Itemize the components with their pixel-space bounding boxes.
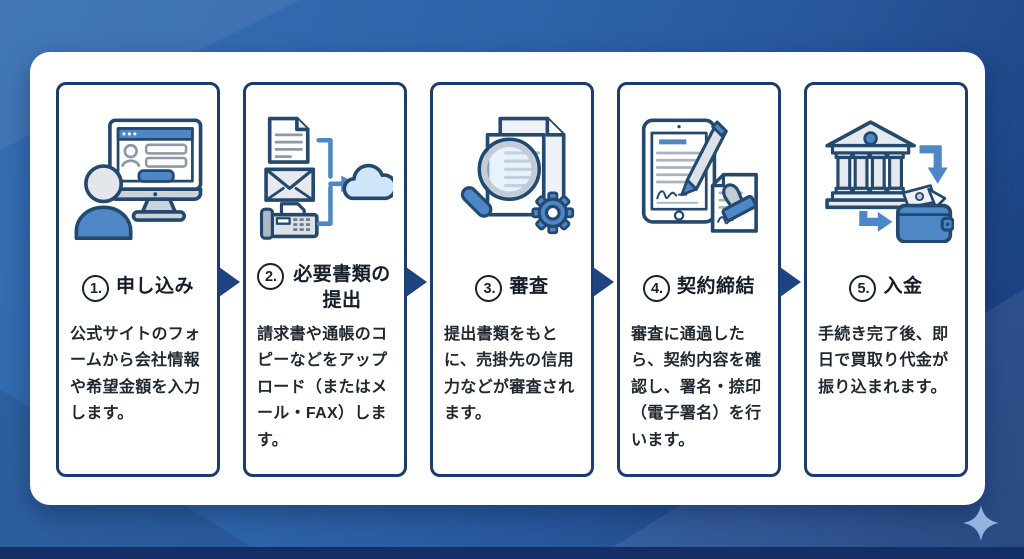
bank-wallet-transfer-icon xyxy=(818,111,954,243)
step-description: 手続き完了後、即日で買取り代金が振り込まれます。 xyxy=(818,326,949,396)
step-title: 4. 契約締結 xyxy=(642,274,755,302)
step-card: 2. 必要書類の提出 請求書や通帳のコピーなどをアップロード（またはメール・FA… xyxy=(243,82,427,477)
step-title: 5. 入金 xyxy=(849,274,922,302)
step-title-zone: 1. 申し込み xyxy=(70,261,206,315)
step-description: 公式サイトのフォームから会社情報や希望金額を入力します。 xyxy=(70,326,201,423)
next-step-arrow xyxy=(780,267,801,297)
tablet-signature-stamp-icon xyxy=(631,111,767,243)
step-number-badge: 2. xyxy=(257,263,284,291)
step-title-label: 審査 xyxy=(509,276,549,297)
applicant-computer-icon xyxy=(70,111,206,243)
step-icon-wrap xyxy=(818,97,954,257)
step-number-badge: 3. xyxy=(475,275,503,302)
step-title-zone: 3. 審査 xyxy=(444,261,580,315)
step-card: 1. 申し込み 公式サイトのフォームから会社情報や希望金額を入力します。 xyxy=(56,82,240,477)
sparkle-icon xyxy=(963,505,999,541)
step-title-zone: 4. 契約締結 xyxy=(631,261,767,315)
step-description: 請求書や通帳のコピーなどをアップロード（またはメール・FAX）します。 xyxy=(257,326,388,449)
step-title-label: 契約締結 xyxy=(676,276,755,297)
step-title: 1. 申し込み xyxy=(81,274,194,302)
process-panel: 1. 申し込み 公式サイトのフォームから会社情報や希望金額を入力します。 2. … xyxy=(30,52,985,505)
next-step-arrow xyxy=(593,267,614,297)
step-title-zone: 5. 入金 xyxy=(818,261,954,315)
step-title: 3. 審査 xyxy=(475,274,548,302)
step-card: 4. 契約締結 審査に通過したら、契約内容を確認し、署名・捺印（電子署名）を行い… xyxy=(617,82,801,477)
background-bottom-band xyxy=(0,547,1024,559)
step-number-badge: 1. xyxy=(81,275,109,302)
step-number-badge: 4. xyxy=(642,275,670,302)
step-title: 2. 必要書類の提出 xyxy=(257,262,393,313)
step-icon-wrap xyxy=(70,97,206,257)
step-description: 提出書類をもとに、売掛先の信用力などが審査されます。 xyxy=(444,326,575,423)
step-title-label: 入金 xyxy=(883,276,923,297)
step-title-label: 申し込み xyxy=(115,276,194,297)
step-number-badge: 5. xyxy=(849,275,877,302)
step-icon-wrap xyxy=(444,97,580,257)
step-title-zone: 2. 必要書類の提出 xyxy=(257,261,393,315)
magnifier-documents-gear-icon xyxy=(444,111,580,243)
step-icon-wrap xyxy=(257,97,393,257)
step-card: 5. 入金 手続き完了後、即日で買取り代金が振り込まれます。 xyxy=(804,82,968,477)
step-title-label: 必要書類の提出 xyxy=(293,264,391,311)
step-description: 審査に通過したら、契約内容を確認し、署名・捺印（電子署名）を行います。 xyxy=(631,326,762,449)
step-icon-wrap xyxy=(631,97,767,257)
next-step-arrow xyxy=(406,267,427,297)
next-step-arrow xyxy=(219,267,240,297)
steps-row: 1. 申し込み 公式サイトのフォームから会社情報や希望金額を入力します。 2. … xyxy=(56,82,968,477)
step-card: 3. 審査 提出書類をもとに、売掛先の信用力などが審査されます。 xyxy=(430,82,614,477)
documents-upload-cloud-icon xyxy=(257,111,393,243)
